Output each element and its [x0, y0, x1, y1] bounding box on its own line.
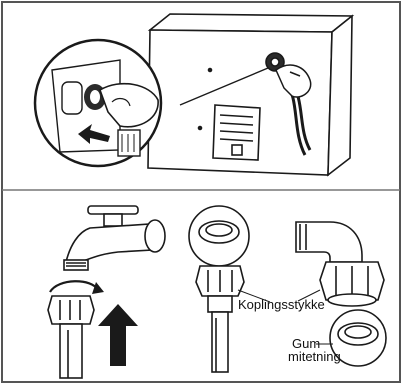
tap-icon: [64, 206, 165, 270]
machine-icon: [148, 14, 352, 175]
rubber-seal-label-line2: mitetning: [288, 350, 341, 364]
hose-connector-icon: [196, 266, 244, 372]
washer-ring-icon: [189, 206, 249, 268]
hose-connector-icon: [296, 222, 384, 306]
coupling-label: Koplingsstykke: [238, 298, 325, 312]
hose-connector-icon: [48, 296, 94, 378]
arrow-curved-icon: [50, 281, 104, 294]
arrow-up-icon: [98, 304, 138, 366]
zoom-circle: [35, 40, 161, 166]
